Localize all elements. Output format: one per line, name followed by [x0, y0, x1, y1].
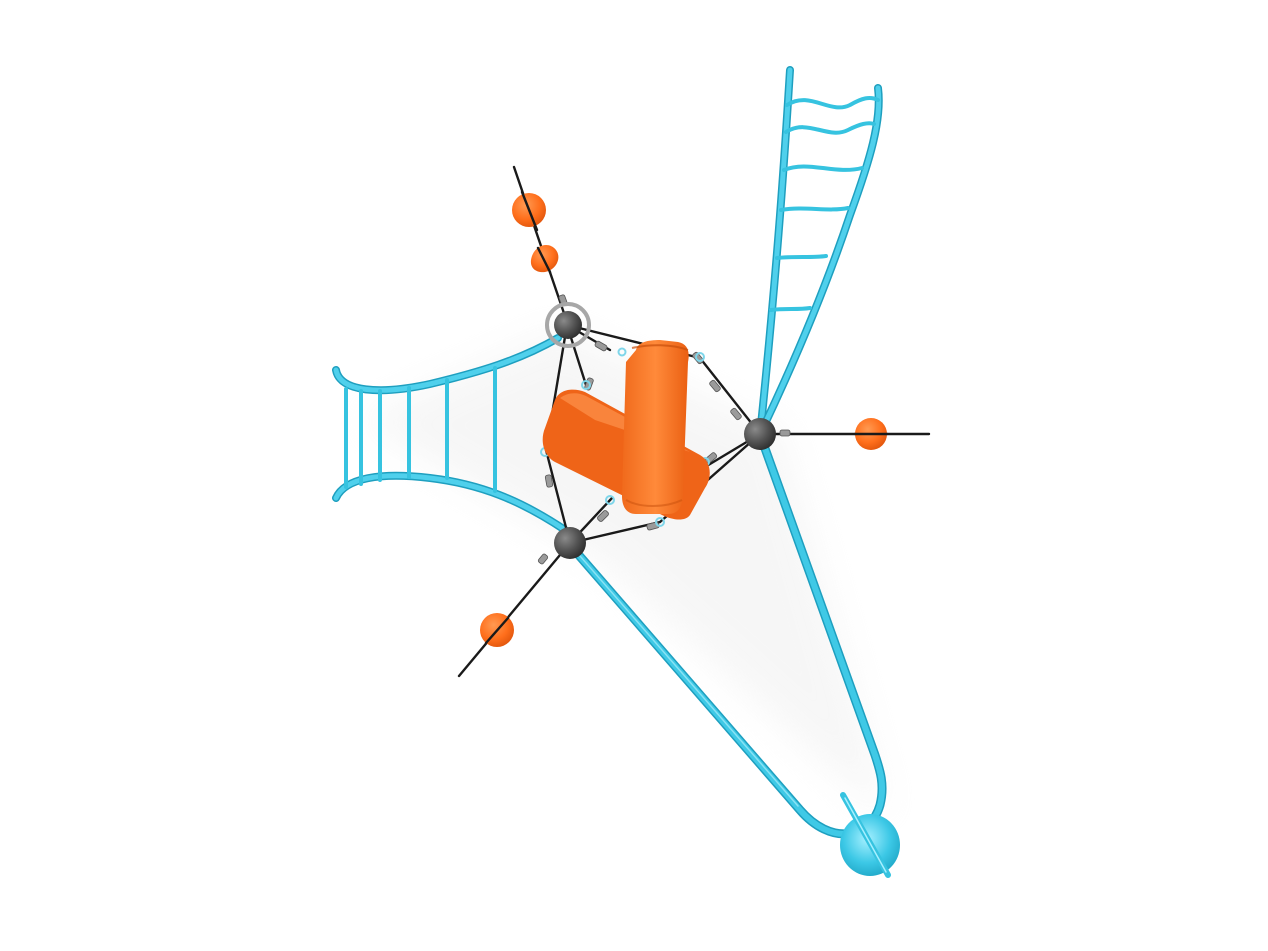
left-ladder-rungs	[344, 366, 497, 493]
hub-right	[744, 418, 776, 450]
hub-bottom	[554, 527, 586, 559]
hub-top	[545, 302, 591, 348]
right-ladder	[756, 66, 883, 439]
footholds	[480, 190, 889, 647]
right-ladder-rungs	[769, 95, 880, 312]
rope-bottom-leg	[457, 541, 572, 678]
foothold-top-2	[530, 245, 559, 273]
hubs	[545, 302, 776, 559]
ground-shadow	[360, 330, 890, 820]
v-frame	[565, 435, 887, 839]
seat-strap-upper	[622, 340, 689, 514]
left-ladder	[332, 334, 569, 534]
orange-seat	[542, 340, 710, 520]
ground-anchor-base	[840, 792, 900, 878]
